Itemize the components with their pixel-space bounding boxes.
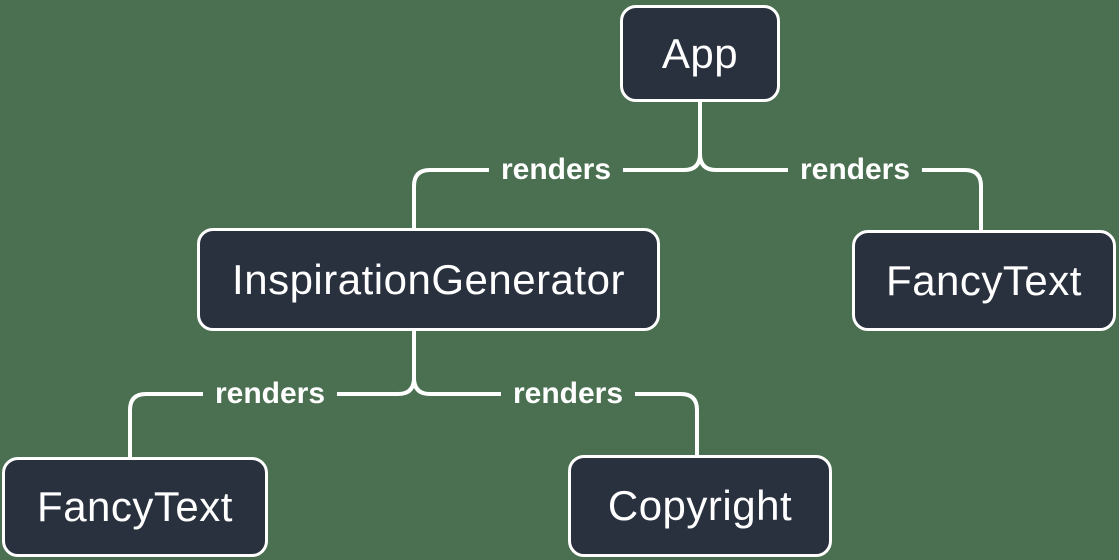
node-fancy-text-leaf-label: FancyText — [37, 483, 233, 530]
node-inspiration-generator: InspirationGenerator — [197, 228, 660, 331]
node-inspiration-generator-label: InspirationGenerator — [232, 255, 625, 303]
edge-label-renders-inspirationgenerator-copyright: renders — [500, 377, 636, 411]
edge-label-renders-app-fancytext: renders — [787, 153, 923, 187]
node-fancy-text-top: FancyText — [852, 230, 1116, 331]
node-app-label: App — [661, 29, 739, 77]
node-fancy-text-top-label: FancyText — [886, 256, 1082, 304]
node-app: App — [620, 5, 780, 102]
node-copyright: Copyright — [568, 455, 832, 557]
node-fancy-text-leaf: FancyText — [2, 457, 268, 557]
edge-label-renders-app-inspirationgenerator: renders — [488, 153, 624, 187]
node-copyright-label: Copyright — [607, 482, 793, 529]
edge-label-renders-inspirationgenerator-fancytext: renders — [202, 377, 338, 411]
